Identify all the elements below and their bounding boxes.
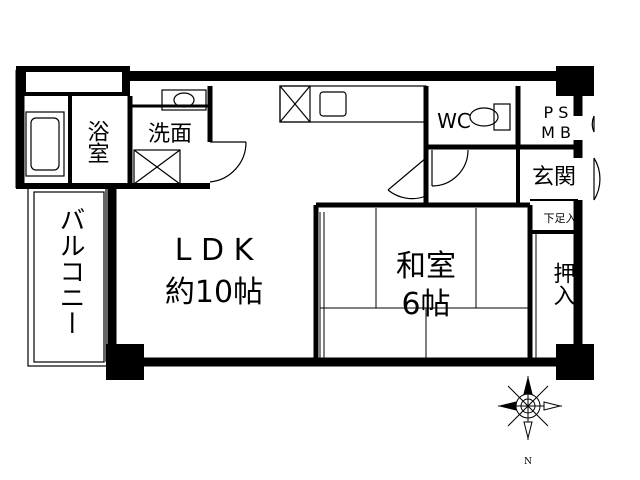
label-genkan: 玄関 bbox=[532, 165, 576, 190]
label-oshiire: 押入 bbox=[550, 262, 576, 306]
compass-icon: N bbox=[498, 376, 562, 467]
label-ldk-2: 約10帖 bbox=[165, 275, 263, 310]
label-balcony: バルコニー bbox=[55, 206, 85, 336]
washbasin bbox=[161, 89, 207, 111]
tatami-lines bbox=[319, 208, 528, 358]
interior-walls bbox=[68, 86, 578, 360]
kitchen-counter bbox=[279, 85, 427, 123]
doors bbox=[209, 115, 601, 201]
compass-north-label: N bbox=[524, 457, 532, 467]
label-washitsu-2: 6帖 bbox=[401, 287, 450, 322]
room-labels: 浴室 洗面 L D K 約10帖 和室 6帖 WC P S M B 玄関 下足入… bbox=[55, 103, 577, 336]
pillars bbox=[16, 66, 594, 380]
label-washroom: 洗面 bbox=[148, 122, 192, 147]
pillar-inner bbox=[26, 72, 122, 92]
laundry-space bbox=[133, 149, 181, 185]
bathtub bbox=[25, 111, 65, 177]
label-ldk-1: L D K bbox=[175, 233, 255, 268]
toilet bbox=[469, 103, 511, 131]
balcony bbox=[27, 187, 109, 367]
label-washitsu-1: 和室 bbox=[396, 249, 456, 284]
label-ps: P S bbox=[544, 103, 569, 122]
label-geta: 下足入 bbox=[544, 212, 577, 225]
label-bath: 浴室 bbox=[84, 120, 110, 164]
label-wc: WC bbox=[437, 109, 471, 133]
label-mb: M B bbox=[541, 123, 571, 142]
